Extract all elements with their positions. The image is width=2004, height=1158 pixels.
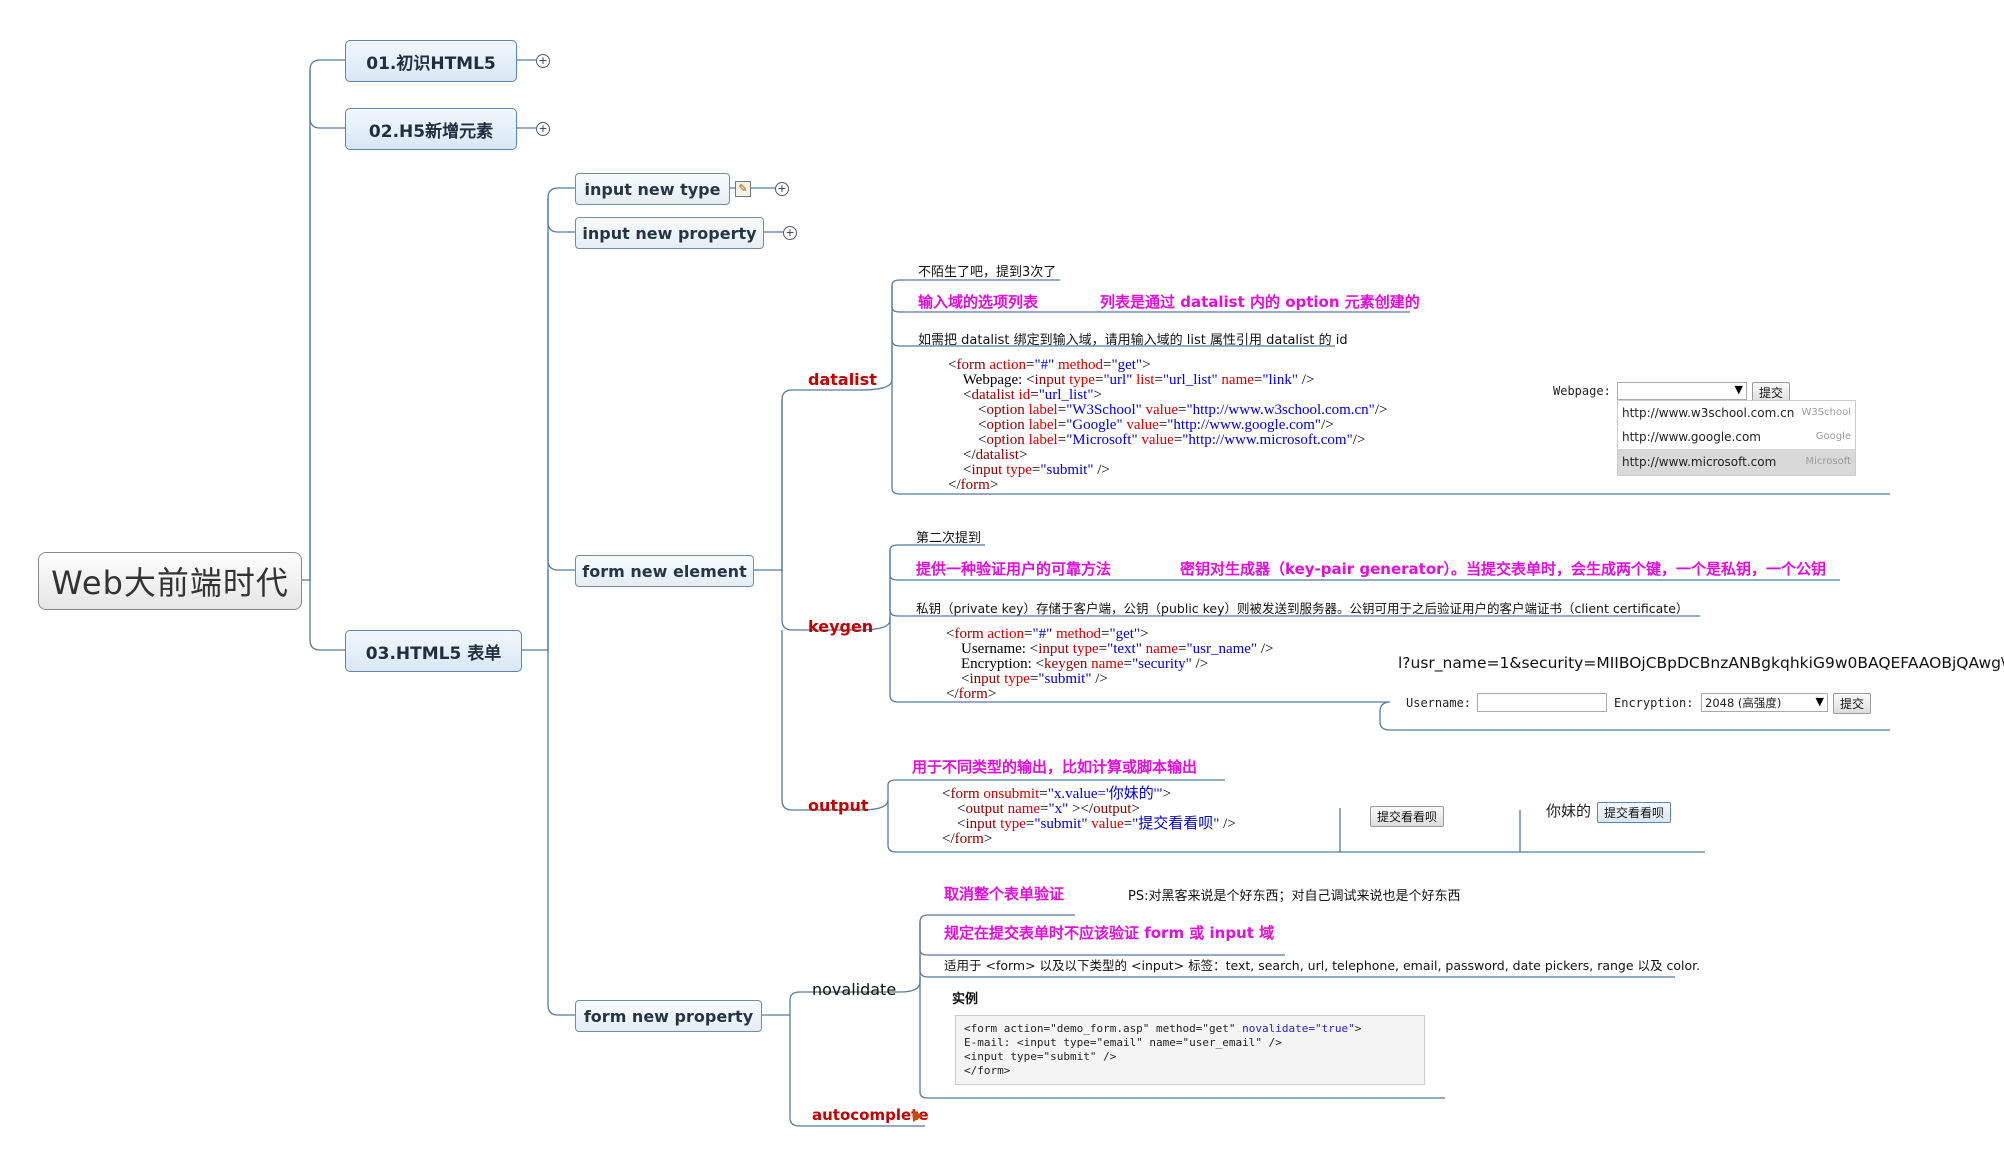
arrow-right-icon[interactable] [913, 1110, 923, 1122]
chevron-down-icon: ▼ [1734, 383, 1743, 396]
plus-circle-icon[interactable]: + [536, 122, 550, 136]
datalist-option[interactable]: http://www.microsoft.com Microsoft [1618, 449, 1855, 475]
datalist-note-mentioned: 不陌生了吧，提到3次了 [918, 265, 1057, 280]
novalidate-desc-b: 规定在提交表单时不应该验证 form 或 input 域 [944, 924, 1275, 942]
datalist-desc-a: 输入域的选项列表 [918, 293, 1039, 311]
datalist-option[interactable]: http://www.w3school.com.cn W3School [1622, 406, 1851, 420]
plus-circle-icon[interactable]: + [783, 226, 797, 240]
datalist-option[interactable]: http://www.google.com Google [1622, 430, 1851, 444]
chevron-down-icon: ▼ [1815, 695, 1824, 708]
novalidate-example-title: 实例 [952, 992, 979, 1007]
output-code-sample: <form onsubmit="x.value='你妹的'"> <output … [942, 786, 1236, 847]
keygen-note-mentioned: 第二次提到 [916, 531, 982, 546]
datalist-note-bind: 如需把 datalist 绑定到输入域，请用输入域的 list 属性引用 dat… [918, 333, 1348, 348]
novalidate-ps: PS:对黑客来说是个好东西；对自己调试来说也是个好东西 [1128, 889, 1461, 904]
subtopic-form-new-element[interactable]: form new element [575, 555, 754, 587]
keygen-query-result: l?usr_name=1&security=MIIBOjCBpDCBnzANBg… [1398, 654, 2004, 672]
subtopic-form-new-property[interactable]: form new property [575, 1000, 762, 1032]
datalist-demo-input[interactable]: ▼ [1617, 382, 1747, 400]
datalist-demo-label: Webpage: [1553, 384, 1611, 398]
datalist-demo-dropdown: http://www.w3school.com.cn W3School http… [1617, 400, 1856, 476]
topic-intro-html5[interactable]: 01.初识HTML5 [345, 40, 517, 82]
keygen-demo-encryption-label: Encryption: [1614, 696, 1694, 710]
keygen-demo-encryption-select[interactable]: 2048 (高强度) ▼ [1701, 693, 1828, 712]
novalidate-code-sample: <form action="demo_form.asp" method="get… [955, 1015, 1425, 1085]
topic-html5-forms[interactable]: 03.HTML5 表单 [345, 630, 522, 672]
topic-output[interactable]: output [808, 796, 869, 815]
subtopic-input-new-type[interactable]: input new type [575, 173, 730, 205]
subtopic-input-new-property[interactable]: input new property [575, 217, 764, 249]
output-demo-button-after[interactable]: 提交看看呗 [1597, 802, 1672, 823]
keygen-demo-username-label: Username: [1406, 696, 1472, 710]
output-demo-button[interactable]: 提交看看呗 [1370, 806, 1445, 827]
novalidate-note: 适用于 <form> 以及以下类型的 <input> 标签：text, sear… [944, 958, 1701, 973]
topic-keygen[interactable]: keygen [808, 617, 874, 636]
keygen-desc-b: 密钥对生成器（key-pair generator）。当提交表单时，会生成两个键… [1180, 560, 1827, 578]
root-topic[interactable]: Web大前端时代 [38, 552, 302, 610]
output-demo-result: 你妹的 [1546, 802, 1592, 820]
datalist-desc-b: 列表是通过 datalist 内的 option 元素创建的 [1100, 293, 1420, 311]
topic-h5-new-elements[interactable]: 02.H5新增元素 [345, 108, 517, 150]
topic-datalist[interactable]: datalist [808, 370, 877, 389]
pencil-note-icon[interactable]: ✎ [735, 181, 751, 197]
novalidate-desc-a: 取消整个表单验证 [944, 885, 1065, 903]
keygen-desc-a: 提供一种验证用户的可靠方法 [916, 560, 1112, 578]
datalist-code-sample: <form action="#" method="get"> Webpage: … [948, 357, 1388, 493]
plus-circle-icon[interactable]: + [775, 182, 789, 196]
output-desc: 用于不同类型的输出，比如计算或脚本输出 [912, 758, 1198, 776]
topic-autocomplete[interactable]: autocomplete [812, 1106, 929, 1124]
plus-circle-icon[interactable]: + [536, 54, 550, 68]
keygen-code-sample: <form action="#" method="get"> Username:… [946, 626, 1274, 702]
keygen-demo-username-input[interactable] [1477, 693, 1607, 712]
topic-novalidate[interactable]: novalidate [812, 980, 897, 999]
keygen-note-keys: 私钥（private key）存储于客户端，公钥（public key）则被发送… [916, 601, 1689, 616]
keygen-demo-submit[interactable]: 提交 [1833, 693, 1872, 714]
